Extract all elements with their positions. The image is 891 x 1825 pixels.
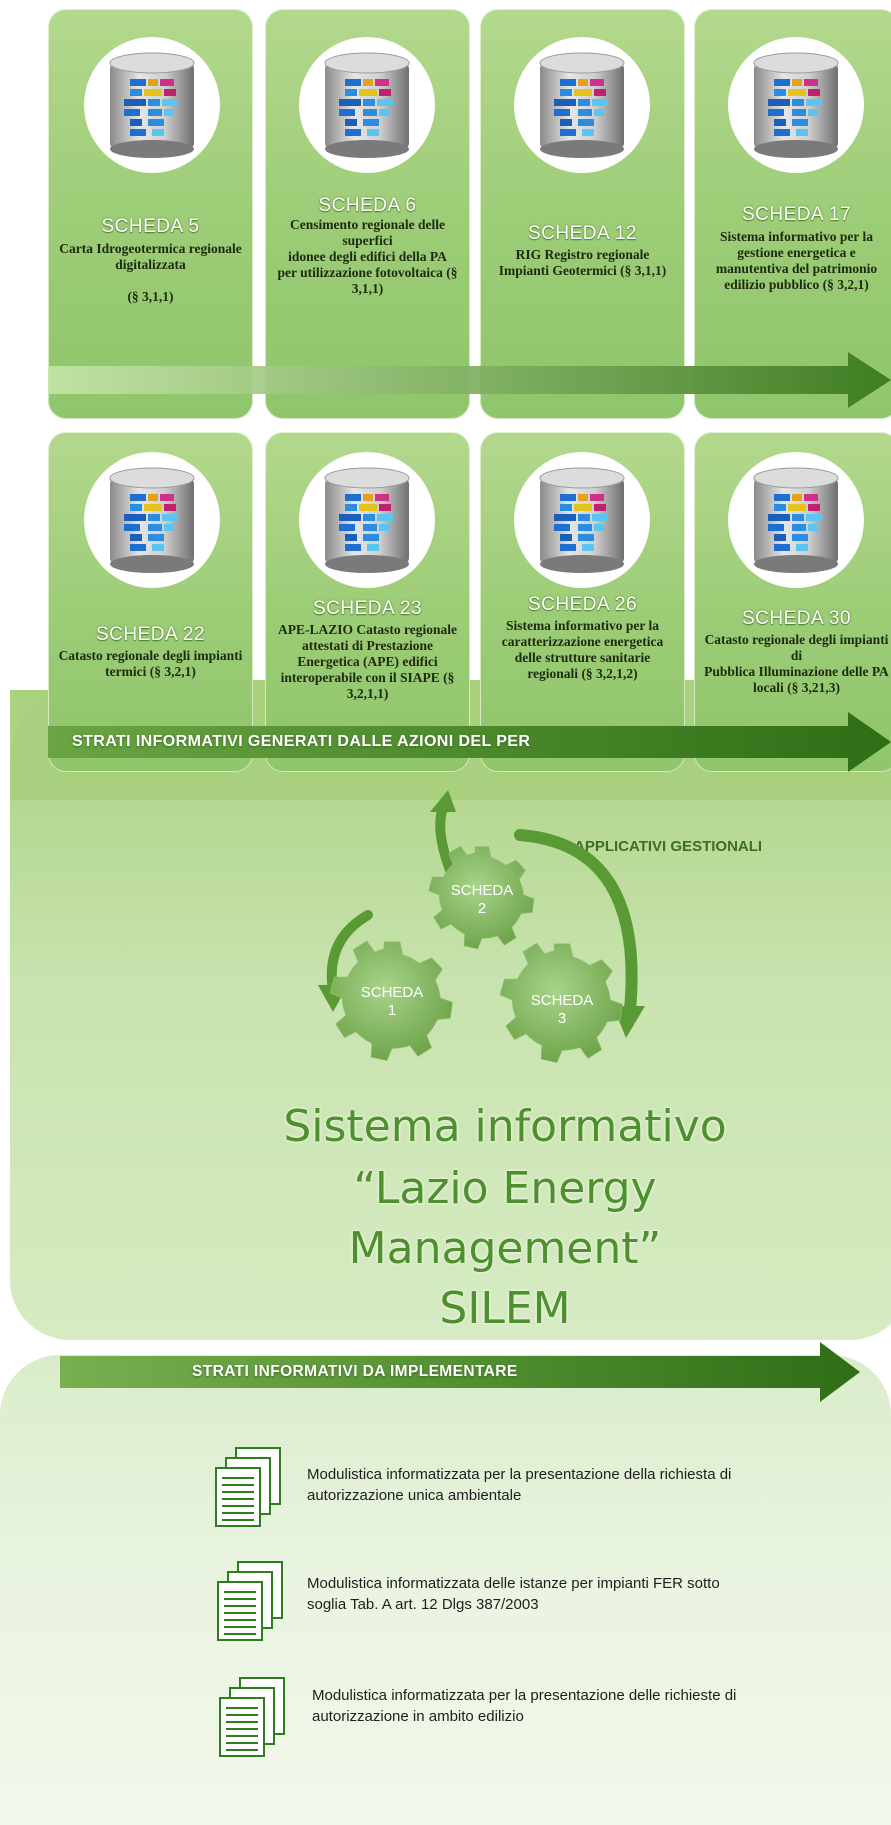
system-title-line-1: Sistema informativo	[283, 1101, 727, 1152]
document-stack-icon	[212, 1446, 284, 1530]
card-title: SCHEDA 6	[318, 195, 417, 216]
card-title: SCHEDA 12	[527, 223, 638, 244]
database-icon	[102, 466, 202, 574]
card-description: Catasto regionale degli impianti di Pubb…	[704, 632, 889, 695]
card-scheda-5: SCHEDA 5 Carta Idrogeotermica regionale …	[48, 9, 253, 419]
system-title-line-2: “Lazio Energy	[353, 1163, 657, 1214]
database-icon	[317, 51, 417, 159]
gear-label-scheda-2: SCHEDA 2	[450, 882, 514, 917]
arrow-right-icon	[48, 712, 891, 772]
card-scheda-22: SCHEDA 22 Catasto regionale degli impian…	[48, 432, 253, 772]
card-scheda-12: SCHEDA 12 RIG Registro regionale Impiant…	[480, 9, 685, 419]
banner-implement-layers: STRATI INFORMATIVI DA IMPLEMENTARE	[192, 1363, 518, 1380]
database-icon-circle	[84, 452, 220, 588]
cycle-arrow-icon	[430, 790, 456, 812]
document-description: Modulistica informatizzata delle istanze…	[307, 1575, 720, 1613]
gear-label-scheda-3: SCHEDA 3	[530, 992, 594, 1027]
card-scheda-26: SCHEDA 26 Sistema informativo per la car…	[480, 432, 685, 772]
banner-generated-layers: STRATI INFORMATIVI GENERATI DALLE AZIONI…	[72, 733, 531, 750]
database-icon-circle	[299, 37, 435, 173]
card-description: APE-LAZIO Catasto regionale attestati di…	[278, 622, 457, 701]
card-description: Censimento regionale delle superfici ido…	[277, 217, 458, 296]
card-title: SCHEDA 5	[101, 216, 200, 237]
arrow-right-icon	[60, 1342, 860, 1402]
card-scheda-30: SCHEDA 30 Catasto regionale degli impian…	[694, 432, 891, 772]
applicativi-label: APPLICATIVI GESTIONALI	[574, 838, 763, 855]
card-title: SCHEDA 22	[95, 624, 206, 645]
document-stack-icon	[214, 1560, 286, 1644]
system-title-line-3: Management”	[348, 1223, 662, 1274]
document-description: Modulistica informatizzata per la presen…	[312, 1687, 737, 1725]
cycle-arrow-icon	[326, 910, 373, 995]
database-icon-circle	[514, 452, 650, 588]
card-title: SCHEDA 26	[527, 594, 638, 615]
database-icon	[102, 51, 202, 159]
card-scheda-17: SCHEDA 17 Sistema informativo per la ges…	[694, 9, 891, 419]
cycle-arrow-icon	[514, 829, 638, 1016]
database-icon	[746, 51, 846, 159]
cycle-arrow-icon	[435, 803, 455, 875]
card-description: Carta Idrogeotermica regionale digitaliz…	[59, 241, 242, 304]
database-icon	[746, 466, 846, 574]
gears-diagram	[318, 790, 645, 1064]
database-icon-circle	[84, 37, 220, 173]
card-title: SCHEDA 23	[312, 598, 423, 619]
document-description: Modulistica informatizzata per la presen…	[307, 1466, 732, 1504]
card-description: Sistema informativo per la caratterizzaz…	[501, 618, 664, 681]
card-description: RIG Registro regionale Impianti Geotermi…	[498, 247, 667, 278]
card-scheda-23: SCHEDA 23 APE-LAZIO Catasto regionale at…	[265, 432, 470, 772]
database-icon	[317, 466, 417, 574]
card-description: Catasto regionale degli impianti termici…	[58, 648, 243, 679]
card-title: SCHEDA 17	[741, 204, 852, 225]
database-icon-circle	[299, 452, 435, 588]
system-title-line-4: SILEM	[439, 1283, 571, 1334]
database-icon-circle	[514, 37, 650, 173]
card-title: SCHEDA 30	[741, 608, 852, 629]
documents-panel	[0, 1355, 891, 1825]
arrow-right-icon	[48, 352, 891, 408]
gear-label-scheda-1: SCHEDA 1	[360, 984, 424, 1019]
database-icon	[532, 51, 632, 159]
database-icon	[532, 466, 632, 574]
database-icon-circle	[728, 452, 864, 588]
card-scheda-6: SCHEDA 6 Censimento regionale delle supe…	[265, 9, 470, 419]
document-stack-icon	[216, 1676, 288, 1760]
database-icon-circle	[728, 37, 864, 173]
card-description: Sistema informativo per la gestione ener…	[715, 229, 878, 292]
